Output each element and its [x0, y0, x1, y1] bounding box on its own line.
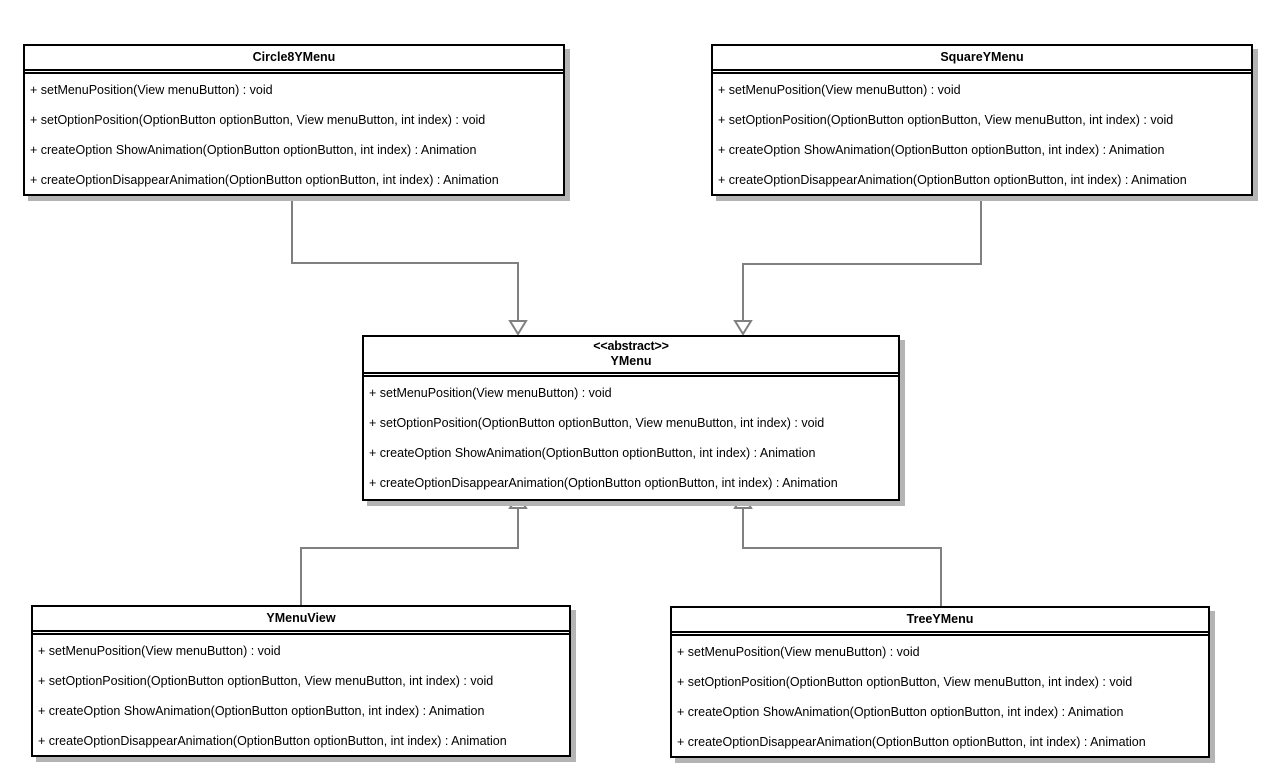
- class-member[interactable]: + createOptionDisappearAnimation(OptionB…: [30, 173, 499, 187]
- compartment-separator: [713, 72, 1251, 74]
- class-member[interactable]: + setOptionPosition(OptionButton optionB…: [718, 113, 1174, 127]
- class-name: YMenuView: [266, 611, 336, 625]
- class-members-treeymenu: + setMenuPosition(View menuButton) : voi…: [672, 636, 1208, 756]
- class-stereotype: <<abstract>>: [593, 339, 669, 353]
- compartment-separator: [364, 374, 898, 377]
- class-member[interactable]: + setOptionPosition(OptionButton optionB…: [38, 674, 494, 688]
- class-member[interactable]: + createOptionDisappearAnimation(OptionB…: [38, 734, 507, 748]
- class-member[interactable]: + setMenuPosition(View menuButton) : voi…: [718, 83, 961, 97]
- class-member[interactable]: + createOptionDisappearAnimation(OptionB…: [677, 735, 1146, 749]
- edge-ymenuview-to-ymenu: [300, 508, 519, 606]
- class-box-treeymenu[interactable]: TreeYMenu + setMenuPosition(View menuBut…: [670, 606, 1210, 758]
- class-box-circle8ymenu[interactable]: Circle8YMenu + setMenuPosition(View menu…: [23, 44, 565, 196]
- generalization-arrowhead-bottom-left: [508, 493, 528, 509]
- edge-circle8ymenu-to-ymenu: [291, 196, 519, 321]
- class-member[interactable]: + createOption ShowAnimation(OptionButto…: [38, 704, 485, 718]
- class-members-ymenu: + setMenuPosition(View menuButton) : voi…: [364, 376, 898, 499]
- class-members-ymenuview: + setMenuPosition(View menuButton) : voi…: [33, 635, 569, 755]
- class-members-squareymenu: + setMenuPosition(View menuButton) : voi…: [713, 74, 1251, 194]
- class-title-ymenu: <<abstract>> YMenu: [364, 337, 898, 374]
- class-name: SquareYMenu: [940, 50, 1024, 64]
- class-name: Circle8YMenu: [252, 50, 336, 64]
- class-member[interactable]: + setMenuPosition(View menuButton) : voi…: [38, 644, 281, 658]
- class-title-treeymenu: TreeYMenu: [672, 608, 1208, 633]
- class-title-squareymenu: SquareYMenu: [713, 46, 1251, 71]
- class-member[interactable]: + setOptionPosition(OptionButton optionB…: [369, 415, 825, 430]
- class-box-squareymenu[interactable]: SquareYMenu + setMenuPosition(View menuB…: [711, 44, 1253, 196]
- class-member[interactable]: + setMenuPosition(View menuButton) : voi…: [30, 83, 273, 97]
- class-name: TreeYMenu: [906, 612, 974, 626]
- generalization-arrowhead-bottom-right: [733, 493, 753, 509]
- class-box-ymenuview[interactable]: YMenuView + setMenuPosition(View menuBut…: [31, 605, 571, 757]
- generalization-arrowhead-top-left: [508, 320, 528, 336]
- generalization-arrowhead-top-right: [733, 320, 753, 336]
- edge-squareymenu-to-ymenu: [742, 196, 982, 321]
- compartment-separator: [25, 72, 563, 74]
- class-title-circle8ymenu: Circle8YMenu: [25, 46, 563, 71]
- class-member[interactable]: + createOption ShowAnimation(OptionButto…: [30, 143, 477, 157]
- class-member[interactable]: + createOption ShowAnimation(OptionButto…: [677, 705, 1124, 719]
- class-member[interactable]: + setOptionPosition(OptionButton optionB…: [677, 675, 1133, 689]
- class-member[interactable]: + createOptionDisappearAnimation(OptionB…: [369, 475, 838, 490]
- class-member[interactable]: + setMenuPosition(View menuButton) : voi…: [369, 385, 612, 400]
- class-members-circle8ymenu: + setMenuPosition(View menuButton) : voi…: [25, 74, 563, 194]
- compartment-separator: [672, 634, 1208, 636]
- class-box-ymenu[interactable]: <<abstract>> YMenu + setMenuPosition(Vie…: [362, 335, 900, 501]
- class-member[interactable]: + createOptionDisappearAnimation(OptionB…: [718, 173, 1187, 187]
- edge-treeymenu-to-ymenu: [742, 508, 942, 607]
- class-member[interactable]: + setOptionPosition(OptionButton optionB…: [30, 113, 486, 127]
- class-title-ymenuview: YMenuView: [33, 607, 569, 632]
- compartment-separator: [33, 633, 569, 635]
- class-member[interactable]: + setMenuPosition(View menuButton) : voi…: [677, 645, 920, 659]
- class-member[interactable]: + createOption ShowAnimation(OptionButto…: [718, 143, 1165, 157]
- class-member[interactable]: + createOption ShowAnimation(OptionButto…: [369, 445, 816, 460]
- class-name: YMenu: [610, 353, 652, 368]
